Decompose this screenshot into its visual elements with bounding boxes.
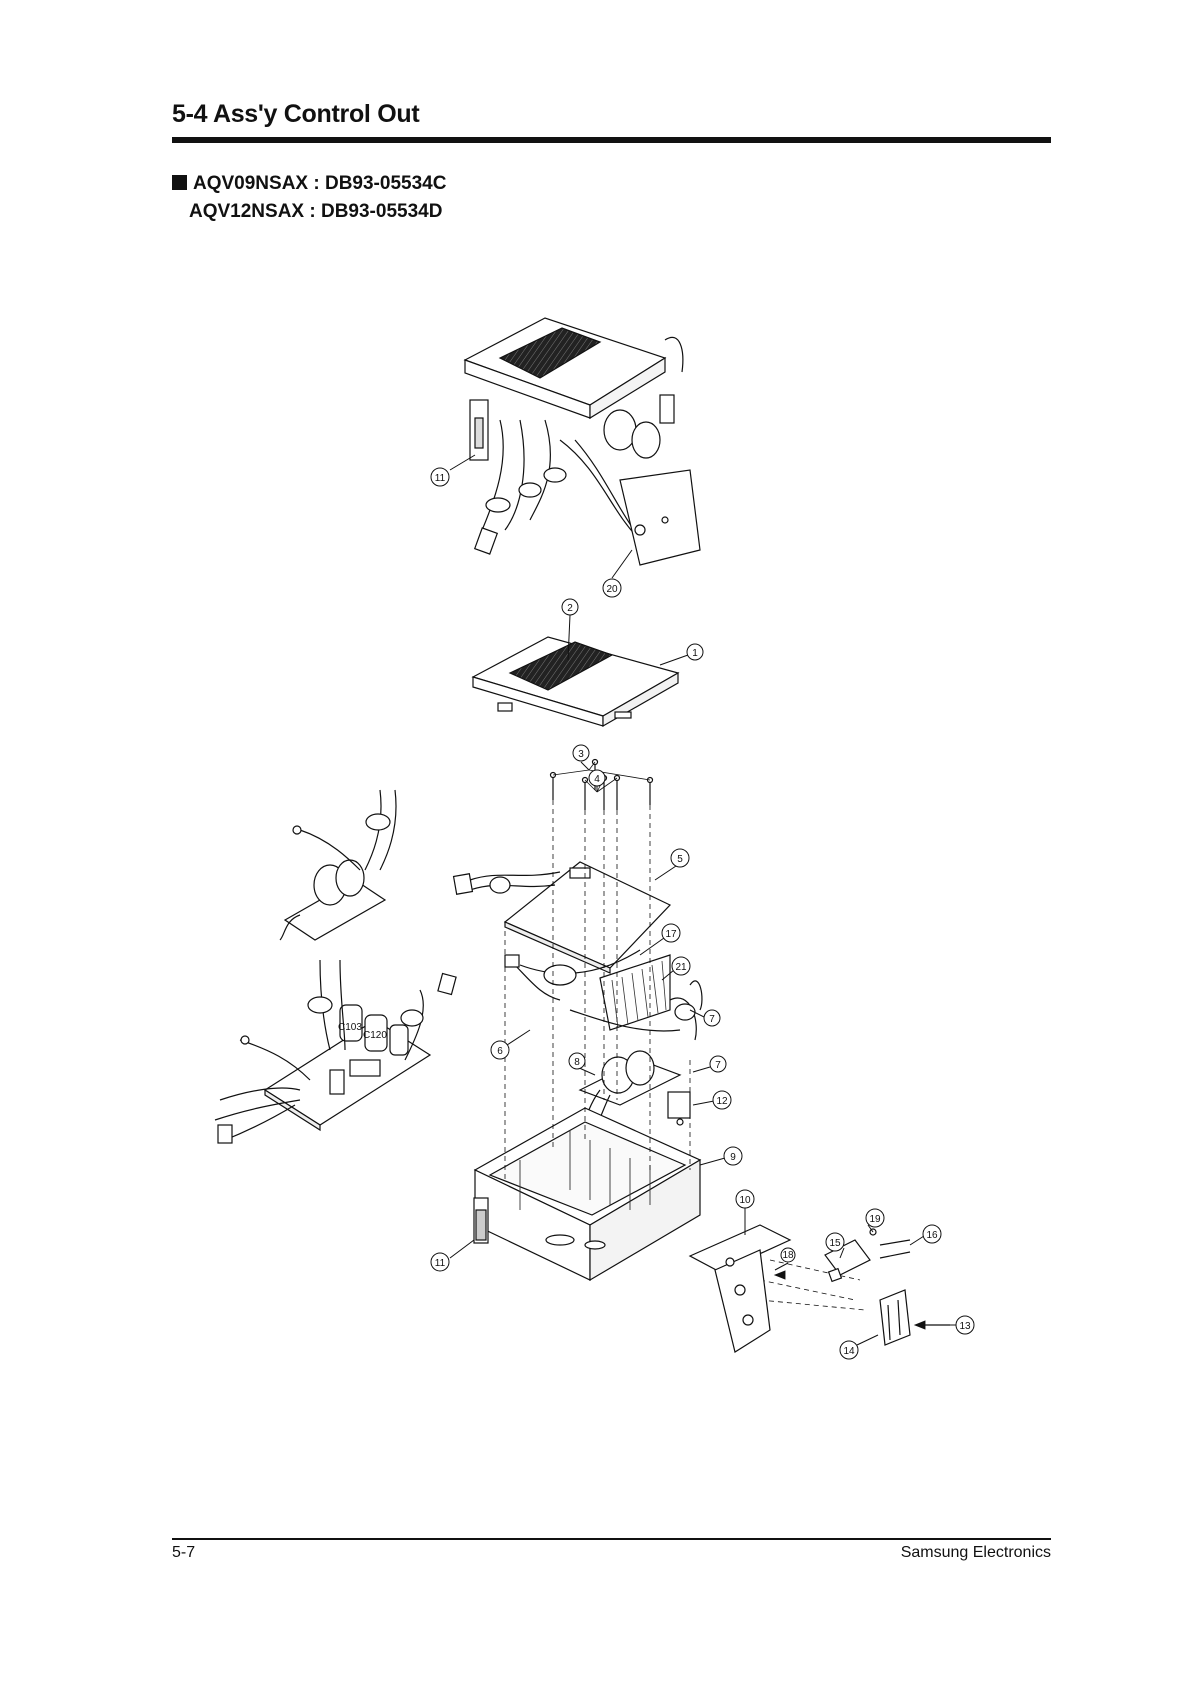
bottom-case	[474, 1108, 700, 1280]
svg-text:8: 8	[574, 1057, 580, 1068]
svg-text:11: 11	[435, 473, 446, 484]
page-number: 5-7	[172, 1544, 195, 1562]
svg-text:19: 19	[869, 1214, 881, 1225]
svg-text:20: 20	[606, 584, 618, 595]
company-name: Samsung Electronics	[901, 1544, 1051, 1562]
svg-text:6: 6	[497, 1046, 503, 1057]
footer-rule	[172, 1538, 1051, 1540]
svg-text:2: 2	[567, 603, 573, 614]
svg-text:5: 5	[677, 854, 683, 865]
svg-text:16: 16	[926, 1230, 938, 1241]
svg-text:7: 7	[709, 1014, 715, 1025]
svg-text:13: 13	[959, 1321, 971, 1332]
svg-text:11: 11	[435, 1258, 446, 1269]
cover-plate	[473, 637, 678, 726]
svg-text:9: 9	[730, 1152, 736, 1163]
svg-text:7: 7	[715, 1060, 721, 1071]
svg-text:15: 15	[829, 1238, 841, 1249]
assembled-unit	[465, 318, 700, 565]
svg-text:C120: C120	[363, 1030, 387, 1041]
svg-text:1: 1	[692, 648, 698, 659]
svg-text:17: 17	[665, 929, 677, 940]
svg-text:C103: C103	[338, 1022, 362, 1033]
relay	[668, 1092, 690, 1125]
svg-text:21: 21	[675, 962, 687, 973]
inverter-board	[215, 960, 456, 1143]
main-pcb	[454, 862, 670, 973]
svg-text:12: 12	[716, 1096, 728, 1107]
svg-text:14: 14	[843, 1346, 855, 1357]
filter-board	[280, 790, 396, 940]
svg-text:4: 4	[594, 774, 600, 785]
svg-text:3: 3	[578, 749, 584, 760]
svg-text:10: 10	[739, 1195, 751, 1206]
svg-text:18: 18	[782, 1250, 794, 1261]
